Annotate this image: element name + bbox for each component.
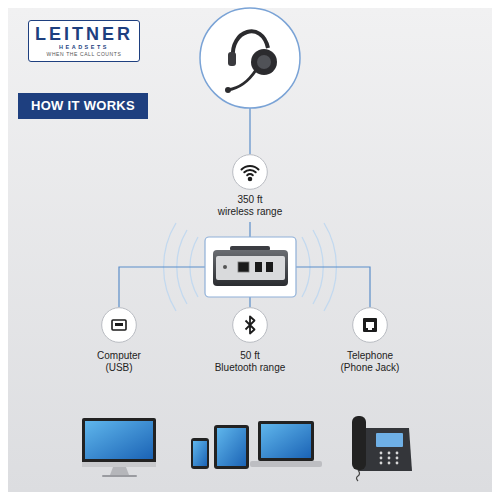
laptop-lid: [258, 421, 314, 461]
node-text: wireless range: [195, 206, 305, 218]
tablet-body: [214, 425, 249, 469]
key: [380, 462, 383, 465]
phone-port: [255, 262, 262, 272]
wire: [249, 297, 250, 307]
mic-boom: [228, 70, 256, 90]
background-panel: [8, 8, 492, 492]
monitor-frame: [82, 418, 156, 464]
node-outline: [101, 307, 137, 343]
node-text: WHEN THE CALL COUNTS: [31, 51, 137, 58]
jack-notch: [368, 327, 372, 330]
wifi-dot: [249, 178, 252, 181]
earpiece-cap: [257, 55, 271, 69]
node-outline: [232, 154, 268, 190]
node-text: 50 ft: [195, 350, 305, 362]
base-frame: [205, 237, 296, 297]
node-text: 350 ft: [195, 194, 305, 206]
icon-circle: [353, 308, 388, 343]
desk-phone-illustration: [352, 416, 412, 481]
bluetooth-node: 50 ftBluetooth range: [195, 307, 305, 374]
node-text: HEADSETS: [31, 44, 137, 51]
wire: [249, 108, 250, 154]
node-text: Computer: [64, 350, 174, 362]
key: [396, 462, 399, 465]
smartphone-body: [191, 438, 209, 469]
desk-phone-handset: [352, 416, 366, 470]
monitor-illustration: [82, 418, 156, 477]
wires: [119, 108, 370, 307]
icon-circle: [233, 308, 268, 343]
node-text: (USB): [64, 362, 174, 374]
tablet-screen: [217, 428, 246, 466]
usb-plug: [112, 320, 126, 330]
key: [380, 457, 383, 460]
mic-tip: [225, 87, 231, 93]
jack-opening: [366, 322, 374, 328]
wifi-arc: [247, 174, 253, 175]
mobile-devices: [191, 421, 322, 469]
key: [388, 462, 391, 465]
jack-body: [363, 318, 377, 332]
smartphone-screen: [193, 441, 207, 466]
node-outline: [232, 307, 268, 343]
headset-circle: [200, 8, 300, 108]
monitor-screen: [85, 421, 153, 459]
key: [388, 452, 391, 455]
base-station: [205, 237, 296, 297]
node-text: (Phone Jack): [315, 362, 425, 374]
key: [388, 457, 391, 460]
phone-port: [266, 262, 273, 272]
base-body: [213, 250, 288, 286]
node-text: LEITNER: [31, 25, 137, 44]
desk-phone-body: [358, 428, 412, 471]
ear-pad: [228, 52, 236, 66]
key: [396, 452, 399, 455]
wire: [249, 222, 250, 237]
phone-jack-node: Telephone(Phone Jack): [315, 307, 425, 374]
phone-cord: [357, 470, 360, 481]
desk-phone-display: [376, 433, 403, 447]
node-outline: [352, 307, 388, 343]
wire: [296, 267, 370, 307]
logo-box: LEITNERHEADSETSWHEN THE CALL COUNTS: [28, 20, 140, 62]
wifi-arc: [244, 170, 255, 172]
node-text: Telephone: [315, 350, 425, 362]
desk-phone-keypad: [380, 452, 399, 465]
wifi-node: 350 ftwireless range: [195, 154, 305, 218]
laptop-base: [250, 461, 322, 467]
headset-illustration: [200, 8, 300, 108]
node-text: Bluetooth range: [195, 362, 305, 374]
base-panel: [216, 256, 285, 280]
title-banner: HOW IT WORKS: [18, 93, 148, 119]
usb-node: Computer(USB): [64, 307, 174, 374]
icon-circle: [102, 308, 137, 343]
wire: [119, 267, 205, 307]
usb-contact: [115, 323, 123, 326]
key: [396, 457, 399, 460]
usb-symbol: [112, 320, 126, 330]
ethernet-port: [238, 262, 249, 272]
monitor-chin: [82, 462, 156, 467]
bluetooth-symbol: [246, 317, 255, 334]
icon-circle: [233, 155, 268, 190]
monitor-foot: [102, 475, 137, 477]
laptop-screen: [261, 424, 311, 458]
monitor-stand: [110, 467, 129, 475]
phone-jack-symbol: [363, 318, 377, 332]
power-jack: [223, 265, 227, 269]
key: [380, 452, 383, 455]
wifi-symbol: [242, 166, 259, 180]
wifi-arc: [242, 166, 259, 170]
